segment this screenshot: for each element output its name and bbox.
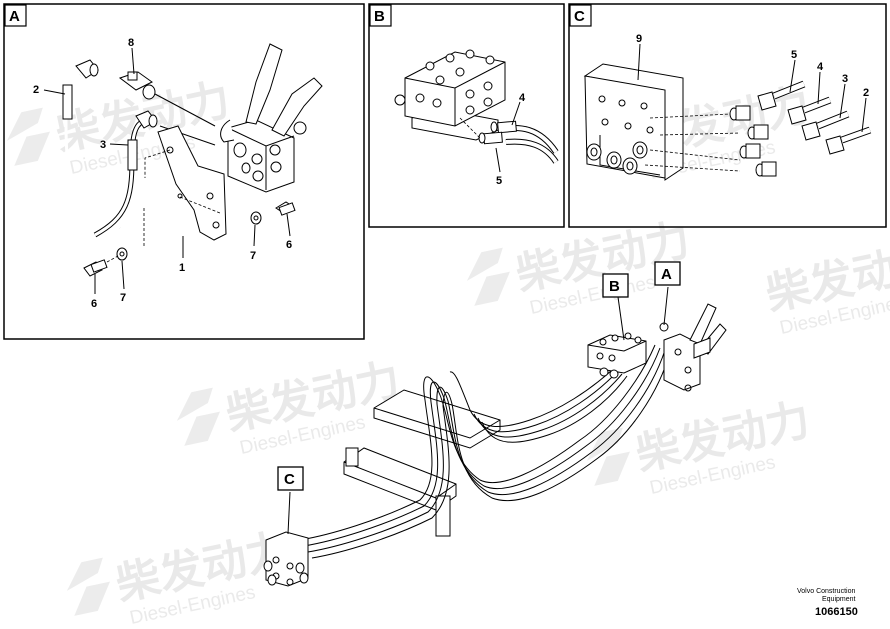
part-label-5: 5: [791, 49, 797, 61]
panel-b-letter: B: [374, 8, 385, 25]
panel-c-letter: C: [574, 8, 585, 25]
callout-b: B: [609, 278, 620, 295]
part-label-2: 2: [863, 87, 869, 99]
callout-a: A: [661, 266, 672, 283]
part-label-1: 1: [179, 262, 185, 274]
part-label-7: 7: [120, 292, 126, 304]
part-label-8: 8: [128, 37, 134, 49]
callout-c: C: [284, 471, 295, 488]
part-label-3: 3: [100, 139, 106, 151]
panel-c: C: [568, 3, 887, 228]
footer-line1: Volvo Construction: [797, 588, 855, 595]
part-label-4: 4: [817, 61, 824, 73]
part-label-7: 7: [250, 250, 256, 262]
part-label-4: 4: [519, 92, 526, 104]
part-label-9: 9: [636, 33, 642, 45]
part-label-3: 3: [842, 73, 848, 85]
part-label-5: 5: [496, 175, 502, 187]
part-label-6: 6: [286, 239, 292, 251]
drawing-number: 1066150: [815, 606, 858, 618]
part-label-6: 6: [91, 298, 97, 310]
footer: Volvo Construction Equipment 1066150: [797, 588, 858, 618]
main-assembly: B A C: [263, 261, 727, 587]
part-label-2: 2: [33, 84, 39, 96]
panel-a-letter: A: [9, 8, 20, 25]
footer-line2: Equipment: [822, 596, 856, 603]
panel-b: B 4 5: [368, 3, 565, 228]
panel-a: A: [3, 3, 365, 340]
